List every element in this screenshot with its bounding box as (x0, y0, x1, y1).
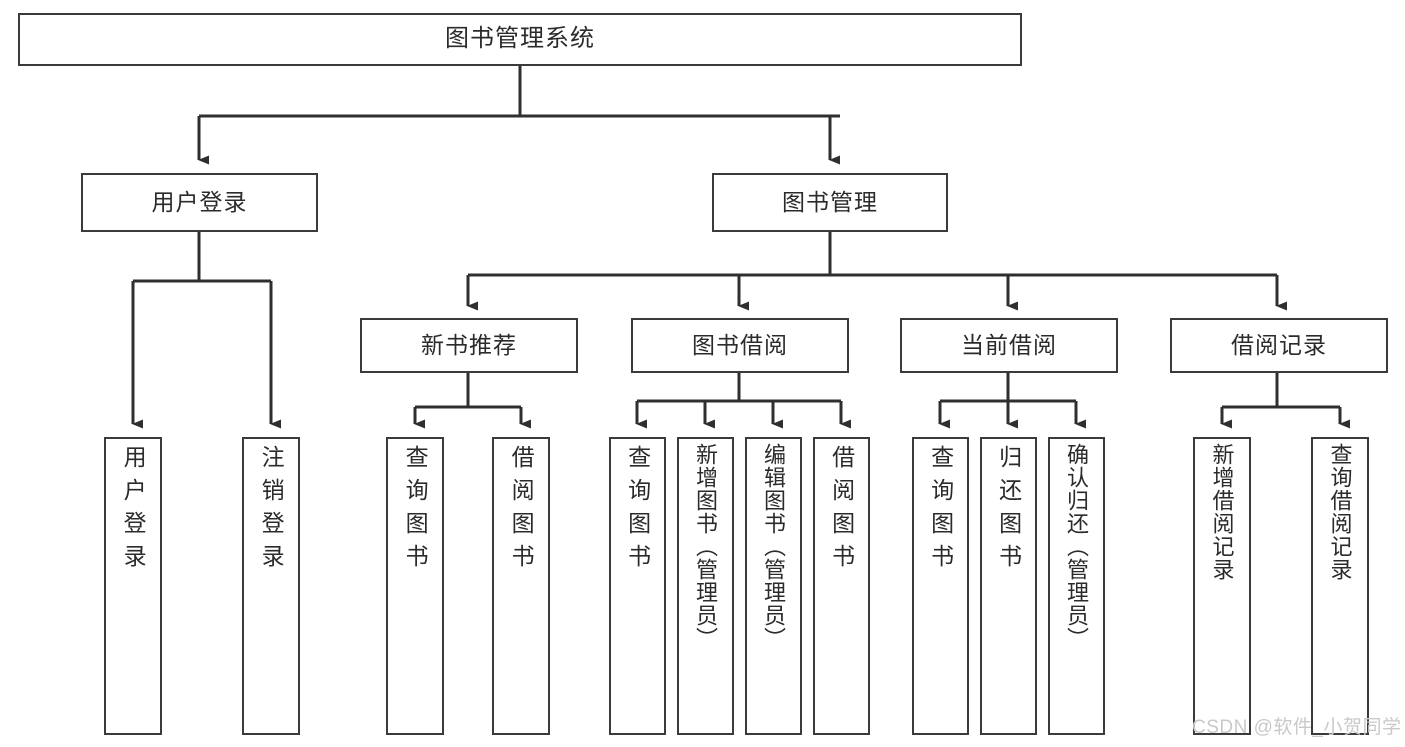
node-leaf-borrow-book-recommend-label: 借阅图书 (508, 445, 535, 577)
node-borrow-record[interactable]: 借阅记录 (1170, 318, 1388, 373)
node-leaf-query-book-borrow-label: 查询图书 (624, 445, 651, 577)
node-current-borrow-label: 当前借阅 (961, 331, 1057, 358)
node-leaf-query-book-current[interactable]: 查询图书 (912, 437, 969, 735)
node-leaf-query-book-recommend-label: 查询图书 (402, 445, 429, 577)
node-leaf-edit-book-admin-label: 编辑图书（管理员） (761, 443, 787, 650)
node-user-login-label: 用户登录 (151, 188, 248, 215)
node-new-book-recommend[interactable]: 新书推荐 (360, 318, 578, 373)
node-leaf-logout[interactable]: 注销登录 (242, 437, 300, 735)
node-leaf-borrow-book[interactable]: 借阅图书 (813, 437, 870, 735)
node-new-book-recommend-label: 新书推荐 (421, 331, 517, 358)
node-leaf-borrow-book-label: 借阅图书 (828, 445, 855, 577)
node-leaf-add-borrow-record[interactable]: 新增借阅记录 (1193, 437, 1251, 735)
node-leaf-edit-book-admin[interactable]: 编辑图书（管理员） (745, 437, 802, 735)
node-book-borrow[interactable]: 图书借阅 (631, 318, 849, 373)
node-current-borrow[interactable]: 当前借阅 (900, 318, 1118, 373)
node-book-borrow-label: 图书借阅 (692, 331, 788, 358)
node-leaf-confirm-return-admin-label: 确认归还（管理员） (1064, 443, 1090, 650)
node-leaf-add-book-admin[interactable]: 新增图书（管理员） (677, 437, 734, 735)
node-borrow-record-label: 借阅记录 (1231, 331, 1327, 358)
node-leaf-query-borrow-record[interactable]: 查询借阅记录 (1311, 437, 1369, 735)
node-leaf-return-book[interactable]: 归还图书 (980, 437, 1037, 735)
node-leaf-logout-label: 注销登录 (258, 445, 285, 577)
node-user-login[interactable]: 用户登录 (81, 173, 318, 232)
node-leaf-query-book-recommend[interactable]: 查询图书 (386, 437, 444, 735)
node-leaf-confirm-return-admin[interactable]: 确认归还（管理员） (1048, 437, 1105, 735)
node-book-management-label: 图书管理 (782, 188, 878, 215)
node-leaf-user-login[interactable]: 用户登录 (104, 437, 162, 735)
node-root-label: 图书管理系统 (445, 25, 595, 53)
node-leaf-query-book-current-label: 查询图书 (927, 445, 954, 577)
node-root-book-management-system[interactable]: 图书管理系统 (18, 13, 1022, 66)
node-leaf-query-borrow-record-label: 查询借阅记录 (1327, 443, 1353, 581)
node-leaf-borrow-book-recommend[interactable]: 借阅图书 (492, 437, 550, 735)
node-book-management[interactable]: 图书管理 (712, 173, 948, 232)
node-leaf-user-login-label: 用户登录 (120, 445, 147, 577)
node-leaf-add-borrow-record-label: 新增借阅记录 (1209, 443, 1235, 581)
node-leaf-query-book-borrow[interactable]: 查询图书 (609, 437, 666, 735)
node-leaf-return-book-label: 归还图书 (995, 445, 1022, 577)
node-leaf-add-book-admin-label: 新增图书（管理员） (693, 443, 719, 650)
